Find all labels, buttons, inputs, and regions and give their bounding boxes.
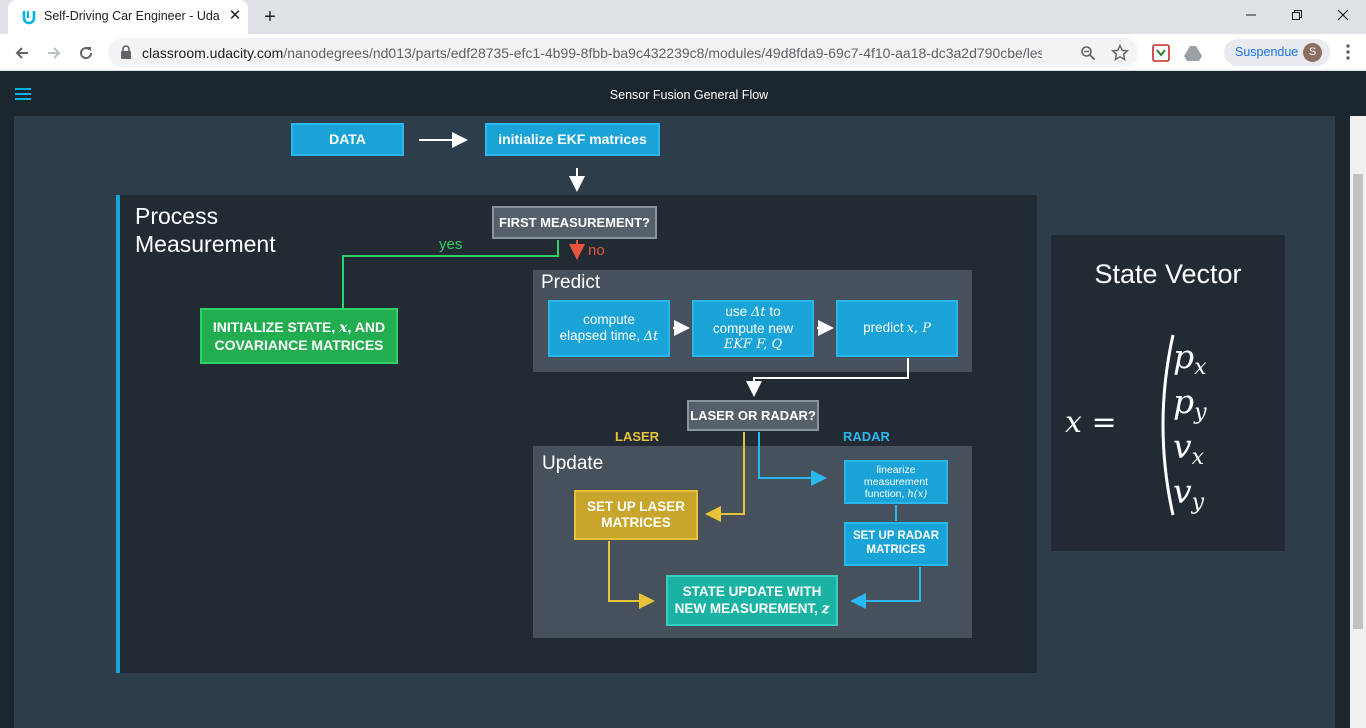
new-tab-button[interactable]: +: [264, 6, 276, 28]
tab-strip: Self-Driving Car Engineer - Udaci ✕ +: [0, 0, 1366, 34]
url-text: classroom.udacity.com/nanodegrees/nd013/…: [142, 45, 1042, 61]
compute-elapsed-time-box: compute elapsed time, Δt: [548, 300, 670, 357]
state-vector-title: State Vector: [1094, 259, 1242, 289]
restore-icon: [1292, 10, 1302, 20]
back-arrow-icon: [15, 47, 28, 59]
star-icon[interactable]: [1110, 43, 1130, 63]
browser-toolbar: classroom.udacity.com/nanodegrees/nd013/…: [0, 34, 1366, 71]
profile-label: Suspendue: [1235, 45, 1299, 59]
scroll-thumb[interactable]: [1353, 174, 1363, 629]
predict-box: predict x, P: [836, 300, 958, 357]
initialize-ekf-box: initialize EKF matrices: [485, 123, 660, 156]
zoom-icon[interactable]: [1078, 43, 1098, 63]
state-vector-component-vx: vx: [1173, 427, 1205, 470]
compute-ekf-matrices-box: use Δt to compute new EKF F, Q: [692, 300, 814, 357]
setup-radar-box: SET UP RADAR MATRICES: [844, 522, 948, 566]
initialize-state-box: INITIALIZE STATE, x, AND COVARIANCE MATR…: [200, 308, 398, 364]
state-vector-component-vy: vy: [1173, 472, 1205, 515]
laser-label: LASER: [615, 429, 660, 444]
avatar: S: [1303, 43, 1322, 62]
forward-button[interactable]: [40, 39, 68, 67]
tab-close-icon[interactable]: ✕: [228, 7, 242, 24]
close-window-button[interactable]: [1320, 0, 1366, 30]
drive-icon[interactable]: [1183, 43, 1203, 63]
state-vector-lhs: x =: [1065, 405, 1117, 440]
reload-icon: [80, 47, 93, 60]
lesson-content: DATA initialize EKF matrices Process Mea…: [0, 116, 1350, 728]
minimize-button[interactable]: [1228, 0, 1274, 30]
state-vector-brackets: [1161, 334, 1175, 516]
tab-title: Self-Driving Car Engineer - Udaci: [44, 9, 220, 23]
forward-arrow-icon: [48, 47, 61, 59]
first-measurement-box: FIRST MEASUREMENT?: [492, 206, 657, 239]
reload-button[interactable]: [72, 39, 100, 67]
classroom-header: Sensor Fusion General Flow: [0, 71, 1366, 116]
predict-title: Predict: [541, 272, 601, 293]
restore-button[interactable]: [1274, 0, 1320, 30]
setup-laser-box: SET UP LASER MATRICES: [574, 490, 698, 540]
yes-label: yes: [439, 236, 463, 253]
lock-icon: [121, 45, 131, 59]
update-title: Update: [542, 453, 604, 474]
minimize-icon: [1246, 14, 1256, 16]
linearize-measurement-box: linearize measurement function, h(x): [844, 460, 948, 504]
process-title: Process Measurement: [135, 203, 276, 257]
udacity-logo-icon: [22, 11, 36, 25]
lesson-title: Sensor Fusion General Flow: [609, 88, 769, 102]
data-box: DATA: [291, 123, 404, 156]
extension-icon[interactable]: [1151, 43, 1171, 63]
page-scrollbar[interactable]: [1350, 116, 1366, 728]
menu-dots-icon[interactable]: [1338, 42, 1358, 62]
sensor-fusion-diagram: DATA initialize EKF matrices Process Mea…: [0, 116, 1350, 728]
state-vector-component-py: py: [1173, 382, 1207, 425]
back-button[interactable]: [8, 39, 36, 67]
browser-tab[interactable]: Self-Driving Car Engineer - Udaci ✕: [8, 0, 248, 34]
hamburger-icon[interactable]: [15, 87, 31, 101]
no-label: no: [588, 242, 605, 259]
close-icon: [1337, 9, 1349, 21]
laser-or-radar-box: LASER OR RADAR?: [687, 400, 819, 431]
state-vector-component-px: px: [1173, 337, 1207, 380]
address-bar[interactable]: classroom.udacity.com/nanodegrees/nd013/…: [108, 38, 1138, 67]
profile-button[interactable]: Suspendue S: [1224, 39, 1330, 66]
radar-label: RADAR: [843, 429, 890, 444]
state-update-box: STATE UPDATE WITH NEW MEASUREMENT, z: [666, 575, 838, 626]
